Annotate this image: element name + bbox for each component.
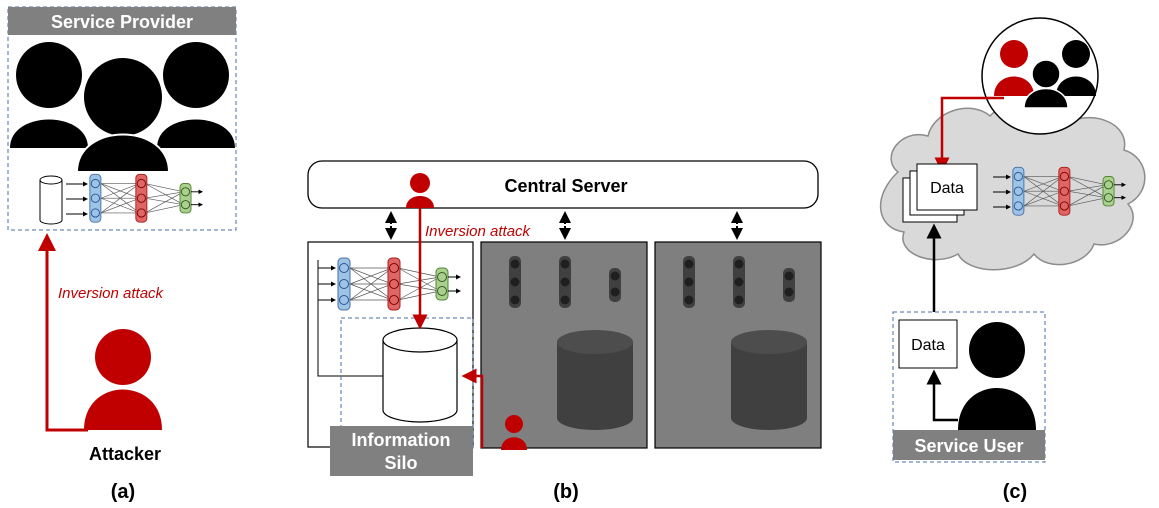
attacker-label: Attacker bbox=[89, 444, 161, 464]
information-silo-label-bg bbox=[330, 426, 473, 476]
neural-network-icon bbox=[90, 174, 202, 222]
inversion-attack-arrow-a bbox=[38, 233, 88, 432]
service-user-header: Service User bbox=[914, 436, 1023, 456]
information-silo-label-2: Silo bbox=[384, 453, 417, 473]
database-icon bbox=[39, 175, 63, 225]
panel-b: Central Server bbox=[307, 160, 822, 503]
user-data-label: Data bbox=[911, 337, 945, 354]
cloud-users-icon bbox=[994, 40, 1096, 109]
caption-a: (a) bbox=[111, 481, 135, 503]
service-user-box bbox=[892, 311, 1046, 463]
caption-c: (c) bbox=[1003, 481, 1027, 503]
silo-dark-2 bbox=[654, 241, 822, 449]
nn-input-arrows bbox=[66, 181, 88, 217]
user-data-doc bbox=[898, 319, 958, 369]
panel-c: Data Data Service User (c) bbox=[880, 17, 1146, 503]
cloud-nn-inputs bbox=[993, 174, 1011, 210]
information-silo-label-1: Information bbox=[352, 430, 451, 450]
panel-a: Service Provider Inversion attack bbox=[7, 6, 237, 503]
service-provider-header: Service Provider bbox=[51, 12, 193, 32]
inversion-attack-label-a: Inversion attack bbox=[58, 285, 165, 302]
silo-attacker-icon bbox=[501, 415, 527, 450]
silo-dark-1 bbox=[480, 241, 648, 449]
service-user-header-bg bbox=[893, 430, 1045, 460]
silo-input-lines bbox=[317, 260, 386, 377]
silo-database-icon bbox=[382, 327, 458, 423]
service-user-icon bbox=[958, 322, 1036, 430]
inversion-attack-arrow-silo bbox=[461, 368, 484, 448]
service-provider-header-bg bbox=[8, 7, 236, 35]
central-server-box bbox=[307, 160, 819, 209]
cloud-data-stack bbox=[902, 163, 978, 223]
users-group-icon bbox=[10, 42, 235, 173]
user-to-data-arrow bbox=[934, 96, 1004, 173]
sync-arrows bbox=[385, 211, 743, 240]
cloud-data-label: Data bbox=[930, 180, 964, 197]
central-server-label: Central Server bbox=[504, 176, 627, 196]
caption-b: (b) bbox=[553, 481, 579, 503]
inversion-attack-label-b: Inversion attack bbox=[425, 223, 532, 240]
user-to-data-line bbox=[926, 369, 958, 422]
attacker-icon bbox=[84, 329, 162, 430]
